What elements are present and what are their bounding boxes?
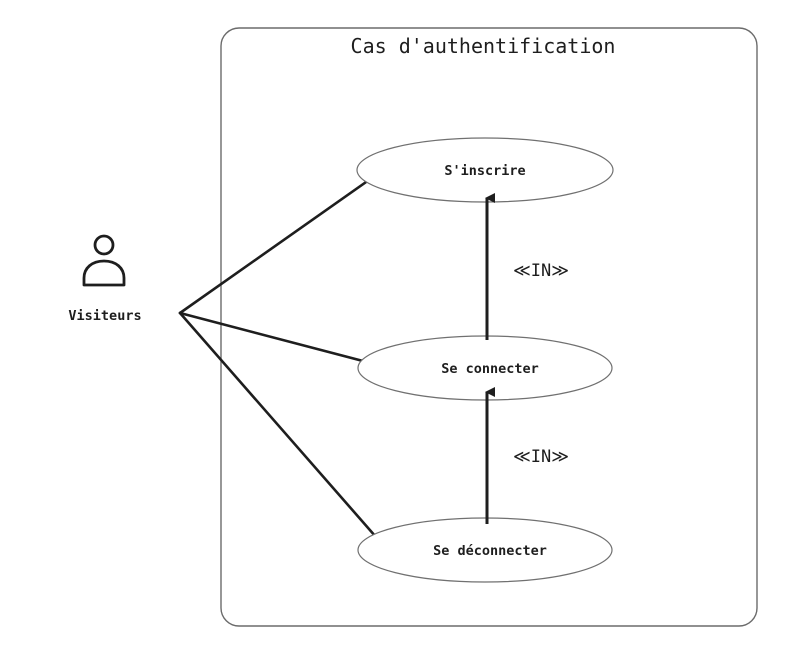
system-boundary: Cas d'authentification (220, 27, 758, 627)
association-line-se-connecter (178, 311, 384, 368)
use-case-label: S'inscrire (444, 163, 525, 179)
dependency-deconnecter-to-connecter: ≪IN≫ (485, 387, 569, 524)
actor-visiteurs[interactable]: Visiteurs (68, 234, 142, 324)
use-case-ellipse (357, 335, 613, 401)
use-case-se-deconnecter[interactable]: Se déconnecter (357, 517, 613, 583)
use-case-label: Se déconnecter (433, 543, 547, 559)
associations (178, 166, 388, 547)
use-case-se-connecter[interactable]: Se connecter (357, 335, 613, 401)
dependency-stereotype: ≪IN≫ (513, 261, 569, 281)
system-boundary-frame (220, 27, 758, 627)
use-case-label: Se connecter (441, 361, 539, 377)
association-line-sinscrire (178, 166, 388, 315)
dependency-stereotype: ≪IN≫ (513, 447, 569, 467)
system-title: Cas d'authentification (351, 34, 616, 58)
dependency-connecter-to-inscrire: ≪IN≫ (485, 193, 569, 340)
person-icon (82, 234, 126, 287)
actor-label: Visiteurs (68, 308, 141, 324)
use-case-ellipse (357, 517, 613, 583)
association-line-se-deconnecter (178, 311, 385, 547)
use-case-sinscrire[interactable]: S'inscrire (356, 137, 614, 203)
